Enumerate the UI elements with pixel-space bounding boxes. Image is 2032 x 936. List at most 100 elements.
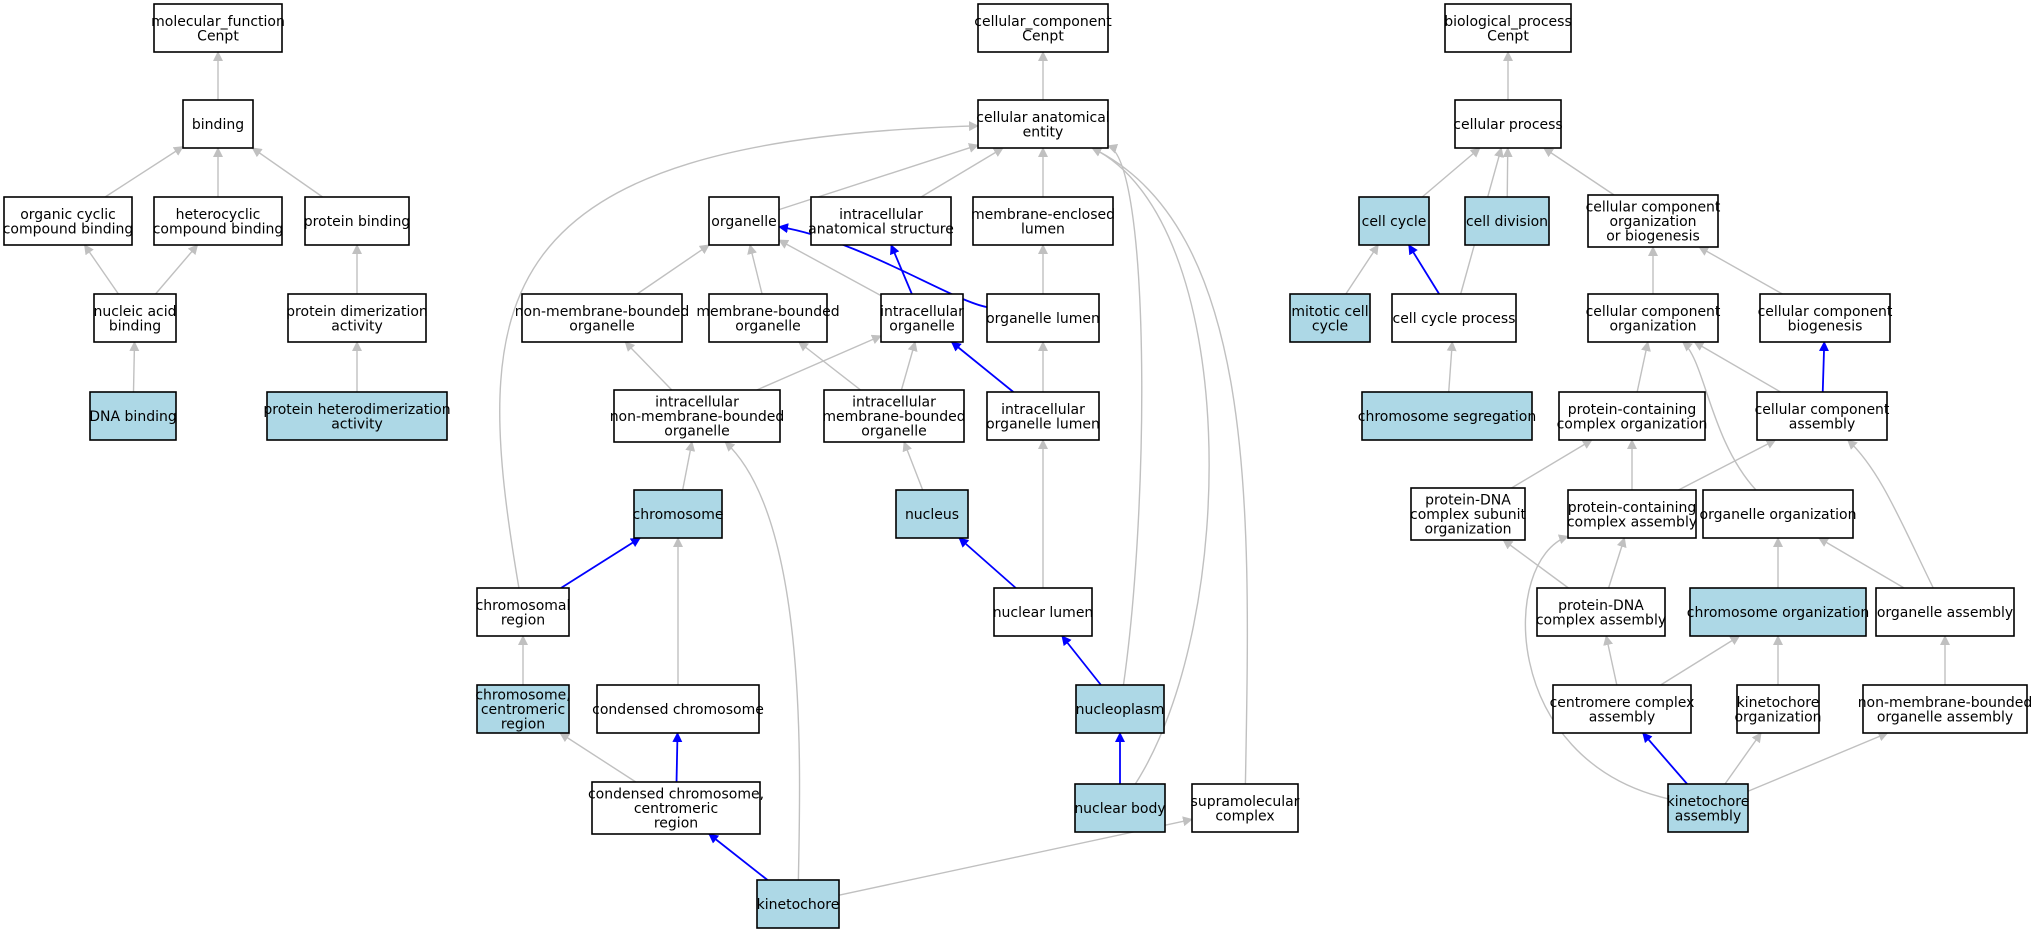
node-box [986, 391, 1100, 441]
edge-chromosome-segregation-to-cell-cycle-process [1446, 341, 1457, 393]
node-label: cellular component [1586, 200, 1721, 216]
node-box [1075, 684, 1165, 734]
node-nuclear-body[interactable]: nuclear body [1074, 783, 1166, 833]
edge-organelle-organization-to-cc-organization [1681, 341, 1757, 491]
node-cell-cycle-process[interactable]: cell cycle process [1391, 293, 1517, 343]
edges-layer [84, 51, 1950, 896]
node-chromosome[interactable]: chromosome [633, 489, 724, 539]
node-label: region [501, 612, 545, 628]
edge-organelle-assembly-to-cc-assembly [1847, 439, 1934, 589]
node-box [1567, 489, 1697, 539]
edge-organelle-assembly-to-organelle-organization [1818, 537, 1905, 589]
node-box [895, 489, 969, 539]
node-label: chromosome segregation [1358, 409, 1537, 425]
edge-centromere-assembly-to-protein-dna-assembly [1603, 635, 1618, 686]
edge-kinetochore-assembly-to-protein-complex-assembly [1524, 534, 1669, 800]
node-label: organic cyclic [20, 207, 116, 223]
edge-organelle-lumen-to-organelle [778, 223, 988, 309]
node-box [1759, 293, 1891, 343]
edge-supramolecular-to-cellular-anatomical [1091, 147, 1249, 785]
node-box [633, 489, 723, 539]
node-box [287, 293, 427, 343]
node-binding[interactable]: binding [182, 99, 254, 149]
node-label: intracellular [852, 395, 936, 411]
node-kinetochore[interactable]: kinetochore [756, 879, 840, 929]
node-label: organelle lumen [986, 311, 1100, 327]
node-nucleoplasm[interactable]: nucleoplasm [1075, 684, 1165, 734]
node-protein-binding[interactable]: protein binding [304, 196, 410, 246]
node-organelle-lumen[interactable]: organelle lumen [986, 293, 1100, 343]
node-label: membrane-bounded [822, 409, 965, 425]
node-label: activity [331, 416, 383, 432]
node-box [613, 389, 781, 443]
node-chromosome-organization[interactable]: chromosome organization [1687, 587, 1869, 637]
edge-intra-membrane-to-membrane-bounded-org [798, 341, 862, 391]
edge-centromere-assembly-to-chromosome-organization [1660, 635, 1741, 686]
node-box [1875, 587, 2015, 637]
node-nucleus[interactable]: nucleus [895, 489, 969, 539]
edge-nucleus-to-intra-membrane [902, 441, 924, 491]
edge-intra-non-membrane-to-non-membrane-bounded-org [624, 341, 673, 391]
node-box [1862, 684, 2028, 734]
node-label: condensed chromosome [592, 702, 764, 718]
node-organelle-organization[interactable]: organelle organization [1700, 489, 1857, 539]
node-intra-non-membrane[interactable]: intracellularnon-membrane-boundedorganel… [610, 389, 785, 443]
node-organelle-assembly[interactable]: organelle assembly [1875, 587, 2015, 637]
node-box [1736, 684, 1820, 734]
node-label: complex assembly [1536, 612, 1666, 628]
node-label: organelle [889, 318, 954, 334]
node-nuclear-lumen[interactable]: nuclear lumen [993, 587, 1094, 637]
edge-protein-binding-to-binding [251, 147, 324, 198]
node-condensed-chromosome[interactable]: condensed chromosome [592, 684, 764, 734]
node-dna-binding[interactable]: DNA binding [89, 391, 177, 441]
node-label: kinetochore [757, 897, 840, 913]
node-box [3, 196, 133, 246]
node-label: region [501, 717, 545, 733]
node-box [93, 293, 177, 343]
edge-protein-complex-org-to-cc-organization [1636, 341, 1651, 393]
node-cell-cycle[interactable]: cell cycle [1358, 196, 1430, 246]
node-label: entity [1023, 124, 1064, 140]
node-label: cell division [1466, 214, 1548, 230]
node-label: organelle [861, 424, 926, 440]
node-box [1358, 196, 1430, 246]
node-organelle[interactable]: organelle [708, 196, 780, 246]
node-cellular-process[interactable]: cellular process [1453, 99, 1563, 149]
node-chromosome-segregation[interactable]: chromosome segregation [1358, 391, 1537, 441]
node-cell-division[interactable]: cell division [1464, 196, 1550, 246]
